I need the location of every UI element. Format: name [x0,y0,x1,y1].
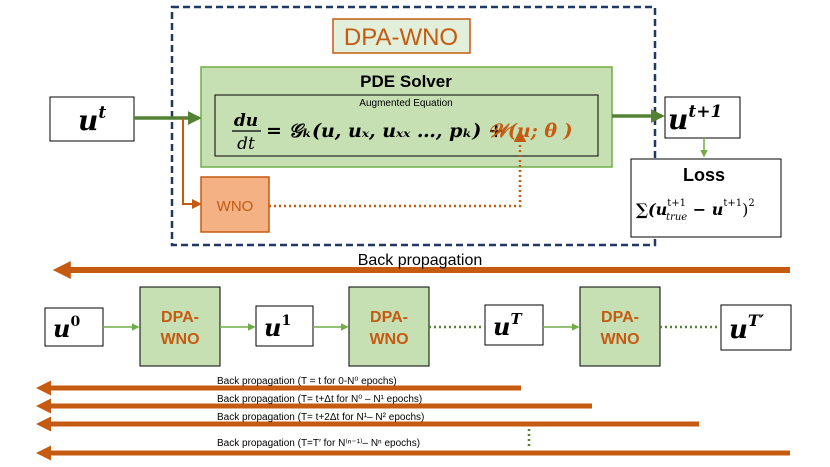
title-box [332,18,471,54]
eq-denominator: dt [237,134,255,154]
dpa-wno-block-2-label: DPA-WNO [369,309,408,348]
pde-solver-title: PDE Solver [360,72,452,91]
dpa-wno-container [170,5,657,247]
backprop-label-1: Back propagation (T = t for 0-N⁰ epochs) [217,376,397,387]
backprop-label-2: Back propagation (T= t+Δt for N⁰ – N¹ ep… [217,394,422,405]
backprop-label-3: Back propagation (T= t+2Δt for N¹– N² ep… [217,412,424,423]
loss-title: Loss [683,165,725,185]
dpa-wno-block-1 [139,286,221,367]
backprop-main-label: Back propagation [358,252,483,269]
pde-solver-box [200,66,613,168]
eq-wno-term: 𝒲(u; θ ) [488,120,573,142]
eq-right-side: = 𝒢ₖ(u, uₓ, uₓₓ …, pₖ) + [266,120,504,142]
state-label-0: u0 [53,314,80,343]
dpa-wno-block-2 [348,286,430,367]
state-label-T-prime: uT′ [729,311,765,345]
input-to-wno-arrow [182,118,202,209]
augmented-equation-label: Augmented Equation [359,98,452,109]
dpa-wno-block-1-label: DPA-WNO [160,309,199,348]
state-box-T-prime [720,304,792,351]
input-state-label: ut [78,103,106,137]
backprop-label-4: Back propagation (T=T′ for N⁽ⁿ⁻¹⁾– Nⁿ ep… [217,438,420,449]
output-state-label: ut+1 [668,102,722,136]
state-box-1 [255,305,314,347]
wno-label: WNO [217,198,254,215]
state-box-T [484,304,544,346]
state-label-T: uT [493,310,523,341]
wno-box [200,176,270,233]
dpa-wno-block-3 [579,286,661,367]
state-label-1: u1 [264,313,291,342]
eq-numerator: du [234,111,258,131]
input-state-box [49,96,135,142]
title-text: DPA-WNO [344,24,458,51]
loss-box [630,158,782,238]
wno-to-equation-dotted-arrow [269,129,527,208]
augmented-equation-box [214,94,599,157]
dpa-wno-block-3-label: DPA-WNO [600,309,639,348]
output-state-box [664,96,741,139]
